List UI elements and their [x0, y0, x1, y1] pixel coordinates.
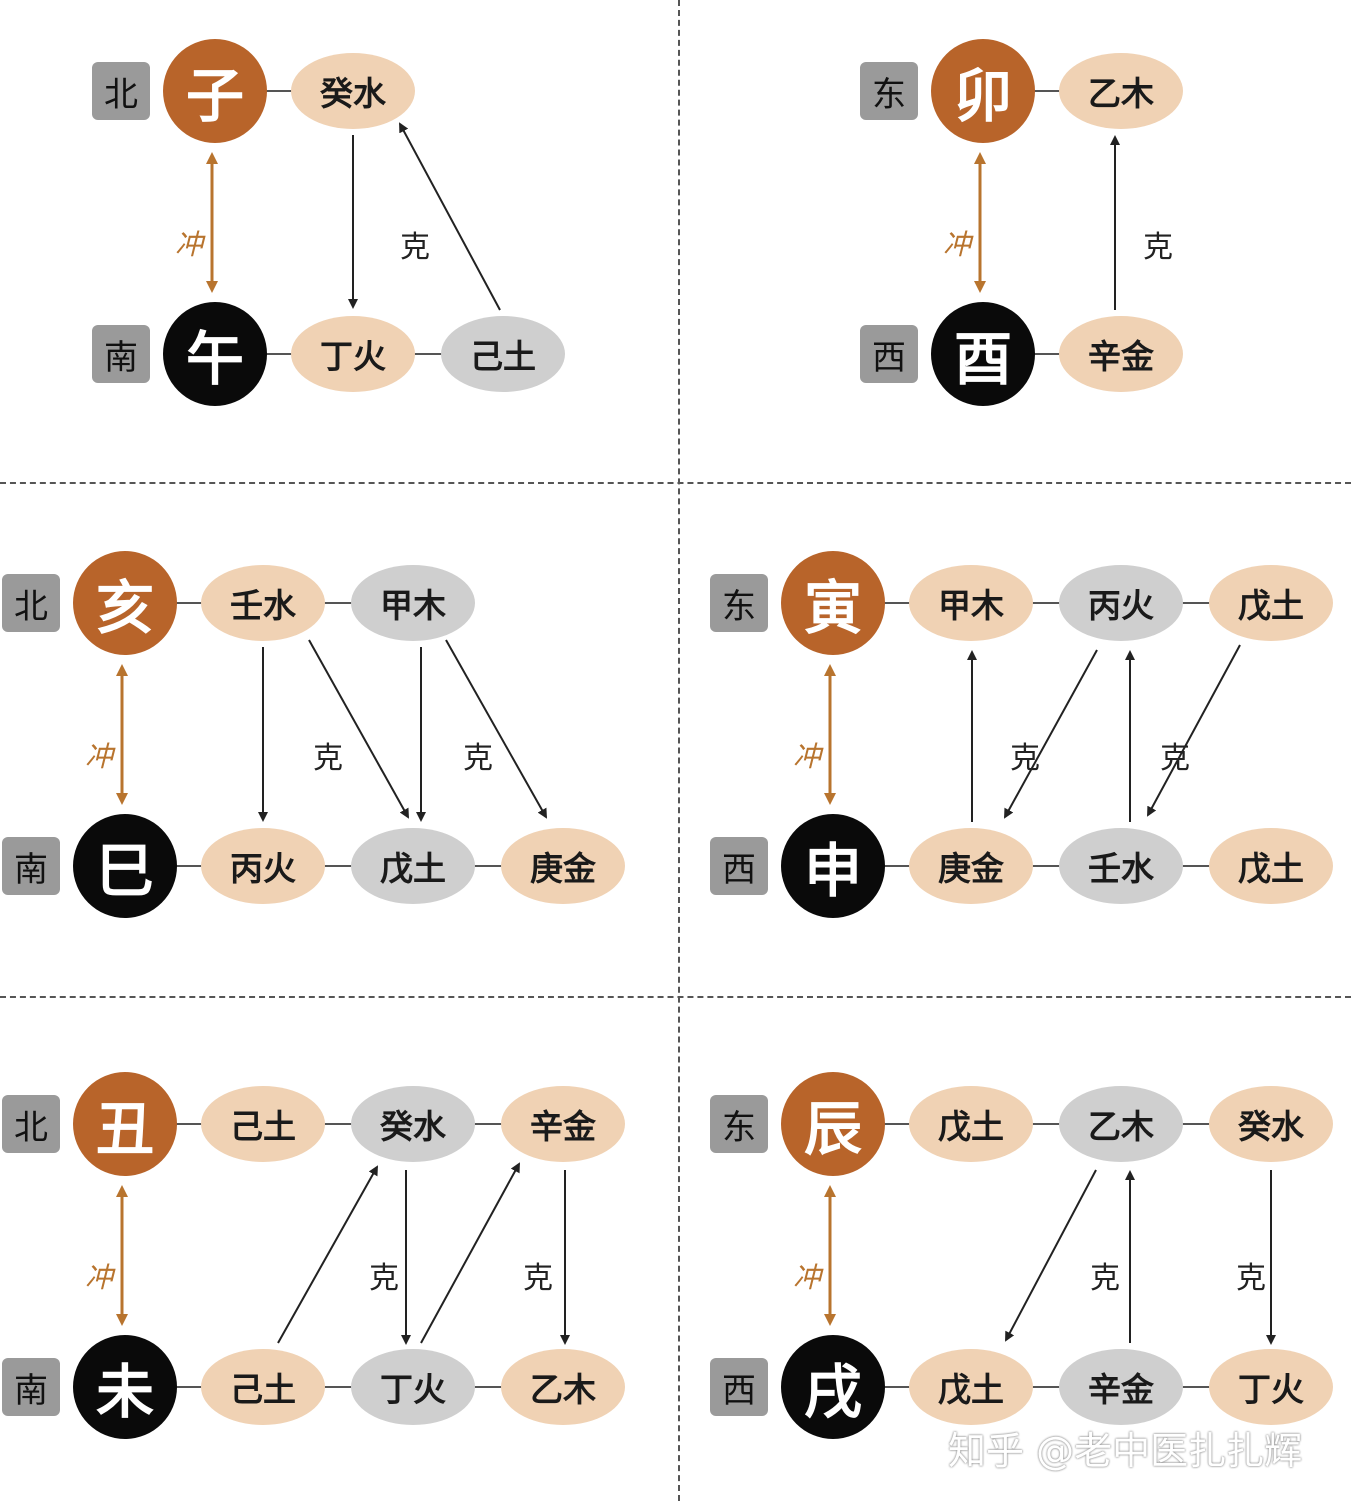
hidden-stem-bottom: 丁火	[291, 316, 415, 392]
earthly-branch-bottom: 戌	[781, 1335, 885, 1439]
direction-label-bottom: 西	[710, 837, 768, 895]
direction-label-bottom: 南	[2, 837, 60, 895]
horizontal-divider-1	[0, 482, 1351, 484]
hidden-stem-top: 丙火	[1059, 565, 1183, 641]
earthly-branch-bottom: 巳	[73, 814, 177, 918]
hidden-stem-top: 癸水	[351, 1086, 475, 1162]
ke-arrow	[277, 1165, 378, 1344]
hidden-stem-top: 癸水	[1209, 1086, 1333, 1162]
vertical-divider	[678, 0, 680, 1501]
direction-label-top: 东	[860, 62, 918, 120]
direction-label-top: 东	[710, 574, 768, 632]
chong-label: 冲	[943, 227, 972, 261]
ke-label: 克	[369, 1261, 399, 1296]
hidden-stem-top: 甲木	[351, 565, 475, 641]
hidden-stem-bottom: 丁火	[351, 1349, 475, 1425]
chong-label: 冲	[175, 227, 204, 261]
direction-label-top: 北	[2, 1095, 60, 1153]
direction-label-top: 东	[710, 1095, 768, 1153]
hidden-stem-bottom: 戊土	[351, 828, 475, 904]
earthly-branch-bottom: 申	[781, 814, 885, 918]
hidden-stem-bottom: 庚金	[909, 828, 1033, 904]
hidden-stem-bottom: 戊土	[1209, 828, 1333, 904]
hidden-stem-top: 癸水	[291, 53, 415, 129]
direction-label-top: 北	[92, 62, 150, 120]
earthly-branch-top: 卯	[931, 39, 1035, 143]
ke-arrow	[1005, 1169, 1097, 1342]
hidden-stem-top: 乙木	[1059, 1086, 1183, 1162]
earthly-branch-bottom: 未	[73, 1335, 177, 1439]
direction-label-top: 北	[2, 574, 60, 632]
hidden-stem-top: 辛金	[501, 1086, 625, 1162]
ke-arrow	[420, 1162, 520, 1344]
chong-label: 冲	[85, 1260, 114, 1294]
ke-label: 克	[463, 741, 493, 776]
ke-arrow	[1147, 644, 1241, 817]
hidden-stem-bottom: 丁火	[1209, 1349, 1333, 1425]
hidden-stem-bottom: 己土	[441, 316, 565, 392]
ke-label: 克	[1143, 230, 1173, 265]
direction-label-bottom: 西	[860, 325, 918, 383]
hidden-stem-bottom: 丙火	[201, 828, 325, 904]
hidden-stem-bottom: 壬水	[1059, 828, 1183, 904]
earthly-branch-top: 寅	[781, 551, 885, 655]
hidden-stem-top: 乙木	[1059, 53, 1183, 129]
hidden-stem-top: 己土	[201, 1086, 325, 1162]
hidden-stem-top: 戊土	[909, 1086, 1033, 1162]
earthly-branch-bottom: 酉	[931, 302, 1035, 406]
hidden-stem-bottom: 戊土	[909, 1349, 1033, 1425]
hidden-stem-top: 甲木	[909, 565, 1033, 641]
watermark: 知乎 @老中医扎扎辉	[948, 1429, 1303, 1473]
hidden-stem-top: 戊土	[1209, 565, 1333, 641]
hidden-stem-bottom: 庚金	[501, 828, 625, 904]
hidden-stem-bottom: 己土	[201, 1349, 325, 1425]
ke-label: 克	[400, 230, 430, 265]
horizontal-divider-2	[0, 996, 1351, 998]
ke-arrow	[308, 639, 409, 819]
earthly-branch-top: 丑	[73, 1072, 177, 1176]
hidden-stem-bottom: 乙木	[501, 1349, 625, 1425]
earthly-branch-bottom: 午	[163, 302, 267, 406]
earthly-branch-top: 亥	[73, 551, 177, 655]
earthly-branch-top: 辰	[781, 1072, 885, 1176]
ke-label: 克	[523, 1261, 553, 1296]
ke-label: 克	[1160, 741, 1190, 776]
hidden-stem-bottom: 辛金	[1059, 1349, 1183, 1425]
hidden-stem-top: 壬水	[201, 565, 325, 641]
ke-arrow	[399, 122, 501, 311]
ke-arrow	[445, 639, 547, 819]
hidden-stem-bottom: 辛金	[1059, 316, 1183, 392]
ke-arrow	[1004, 649, 1098, 819]
direction-label-bottom: 南	[2, 1358, 60, 1416]
ke-label: 克	[1090, 1261, 1120, 1296]
ke-label: 克	[1010, 741, 1040, 776]
chong-label: 冲	[793, 739, 822, 773]
ke-label: 克	[1236, 1261, 1266, 1296]
earthly-branch-top: 子	[163, 39, 267, 143]
chong-label: 冲	[85, 739, 114, 773]
chong-label: 冲	[793, 1260, 822, 1294]
direction-label-bottom: 西	[710, 1358, 768, 1416]
ke-label: 克	[313, 741, 343, 776]
direction-label-bottom: 南	[92, 325, 150, 383]
